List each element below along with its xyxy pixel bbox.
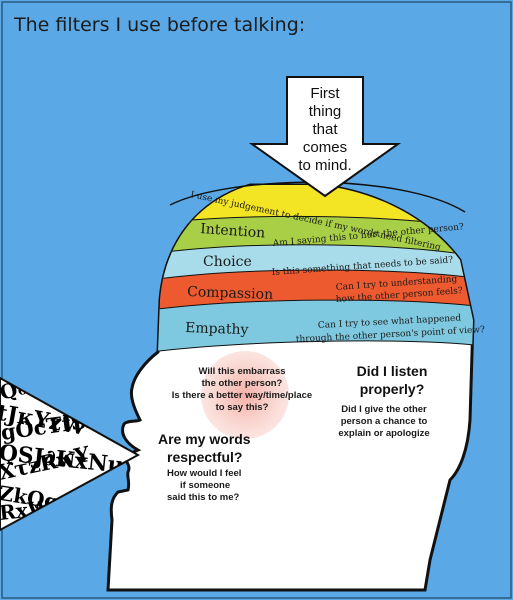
listen-heading-1: Did I listen — [357, 363, 428, 379]
arrow-line-5: to mind. — [298, 157, 351, 174]
arrow-line-2: thing — [309, 103, 342, 120]
band-choice-name: Choice — [203, 254, 252, 270]
respect-heading-2: respectful? — [167, 449, 242, 465]
band-compassion-name: Compassion — [187, 284, 274, 303]
listen-line-1: Did I give the other — [341, 404, 427, 415]
band-empathy-name: Empathy — [185, 320, 249, 338]
listen-heading-2: properly? — [360, 381, 425, 397]
respect-heading-1: Are my words — [158, 431, 251, 447]
arrow-line-4: comes — [303, 139, 347, 156]
listen-line-3: explain or apologize — [338, 428, 429, 439]
embarrass-line-2: the other person? — [202, 378, 283, 389]
embarrass-line-3: Is there a better way/time/place — [172, 390, 312, 401]
band-empathy — [149, 299, 473, 353]
page-title: The filters I use before talking: — [13, 14, 305, 36]
emotion-glow — [201, 351, 289, 439]
listen-line-2: person a chance to — [341, 416, 428, 427]
respect-line-2: if someone — [180, 480, 230, 491]
filter-bands — [149, 185, 473, 353]
band-intention-name: Intention — [200, 221, 266, 241]
embarrass-line-4: to say this? — [216, 402, 269, 413]
arrow-line-1: First — [310, 85, 340, 102]
respect-line-3: said this to me? — [167, 492, 240, 503]
first-thought-arrow — [248, 76, 402, 198]
arrow-line-3: that — [312, 121, 338, 138]
embarrass-line-1: Will this embarrass — [198, 366, 285, 377]
respect-line-1: How would I feel — [167, 468, 241, 479]
